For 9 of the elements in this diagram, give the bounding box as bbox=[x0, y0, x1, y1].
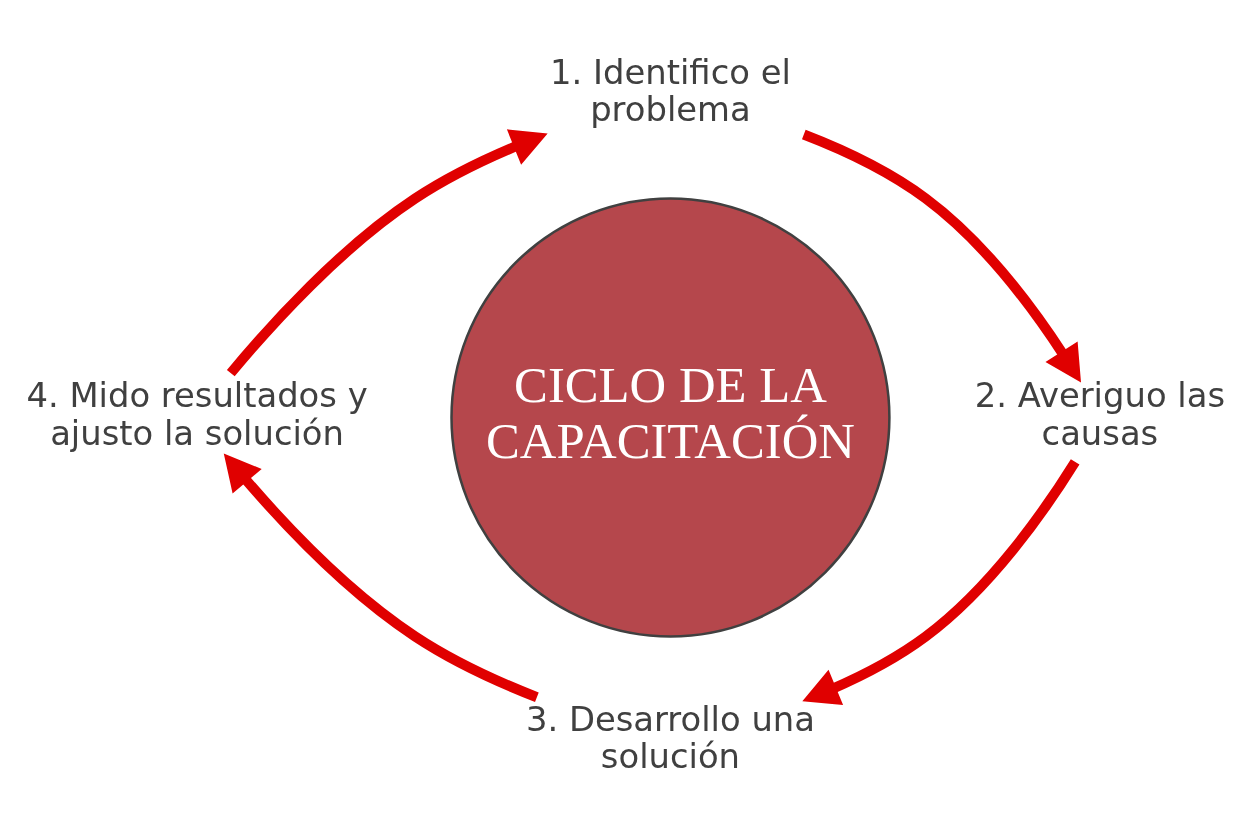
arrow bbox=[226, 128, 548, 376]
node-text: 4. Mido resultados y ajusto la solución bbox=[26, 375, 368, 453]
node-text: 1. Identifico el problema bbox=[550, 52, 791, 129]
node-circle: CICLO DE LA CAPACITACIÓN bbox=[450, 196, 891, 638]
node-text: 3. Desarrollo una solución bbox=[525, 699, 815, 776]
arrow bbox=[223, 453, 539, 702]
node-text: 2. Averiguo las causas bbox=[974, 375, 1226, 453]
arrow bbox=[802, 458, 1080, 705]
arrow bbox=[801, 129, 1081, 382]
